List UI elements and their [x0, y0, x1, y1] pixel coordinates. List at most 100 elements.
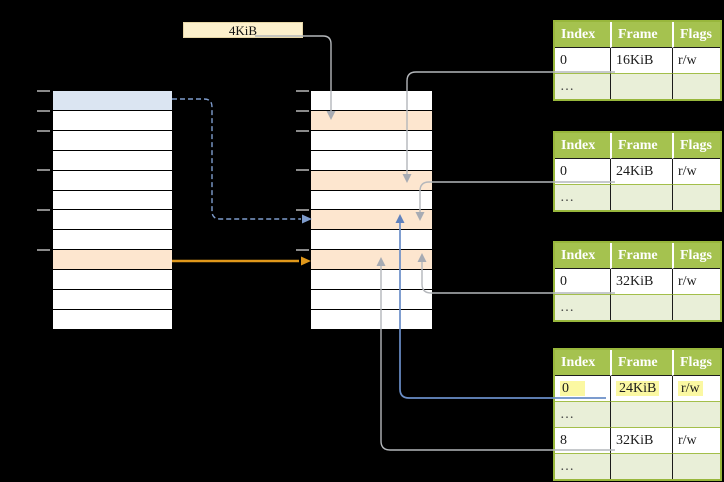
physical-frame-row-6 — [311, 190, 432, 210]
virtual-page-orange-map-arrow — [172, 256, 311, 266]
page-table-4-cell-r3c0: … — [555, 453, 610, 479]
page-table-4-cell-r3c1 — [610, 453, 672, 479]
virtual-tick-mark — [37, 169, 50, 171]
page-table-3-header-frame: Frame — [610, 243, 672, 269]
page-table-4-cell-r1c2 — [672, 401, 720, 427]
page-table-4-row-0: 0 24KiB r/w — [555, 376, 720, 401]
page-table-4-cell-r2c0: 8 — [555, 427, 610, 453]
physical-memory-column — [311, 91, 432, 329]
physical-tick-mark — [296, 130, 309, 132]
physical-frame-row-9-orange — [311, 250, 432, 270]
virtual-memory-row-9-orange — [53, 250, 172, 270]
page-table-3-cell-r1c1 — [610, 294, 672, 320]
virtual-memory-row-6 — [53, 190, 172, 210]
page-table-1-cell-r1c1 — [610, 73, 672, 99]
physical-tick-mark — [296, 209, 309, 211]
page-table-4-cell-r1c1 — [610, 401, 672, 427]
virtual-page-dashed-map-arrow — [172, 98, 312, 224]
page-table-3-header-index: Index — [555, 243, 610, 269]
virtual-memory-row-2 — [53, 110, 172, 130]
physical-frame-row-5-orange — [311, 170, 432, 190]
physical-frame-row-2-orange — [311, 110, 432, 130]
page-table-1-cell-r0c1: 16KiB — [610, 48, 672, 73]
page-table-4-header-flags: Flags — [672, 350, 720, 376]
page-table-4-row-3: … — [555, 453, 720, 479]
page-table-4-cell-r0c2: r/w — [672, 376, 720, 401]
page-table-3-row-1: … — [555, 294, 720, 320]
virtual-page-orange-map-arrowhead — [301, 256, 311, 266]
page-table-2-cell-r1c2 — [672, 184, 720, 210]
page-table-3-cell-r1c0: … — [555, 294, 610, 320]
physical-tick-mark — [296, 169, 309, 171]
page-table-2-row-1: … — [555, 184, 720, 210]
page-table-2-cell-r1c0: … — [555, 184, 610, 210]
frame-size-label: 4KiB — [183, 22, 303, 38]
virtual-memory-row-3 — [53, 130, 172, 150]
physical-frame-row-12 — [311, 310, 432, 329]
page-table-4-header-frame: Frame — [610, 350, 672, 376]
virtual-memory-row-12 — [53, 310, 172, 329]
page-table-3-cell-r0c1: 32KiB — [610, 269, 672, 294]
page-table-1-cell-r0c2: r/w — [672, 48, 720, 73]
page-table-2-cell-r0c2: r/w — [672, 159, 720, 184]
highlighted-value: 0 — [560, 381, 585, 396]
page-table-2-header-flags: Flags — [672, 133, 720, 159]
physical-frame-row-4 — [311, 150, 432, 170]
virtual-memory-row-11 — [53, 290, 172, 310]
page-table-4-cell-r2c2: r/w — [672, 427, 720, 453]
page-table-2-cell-r1c1 — [610, 184, 672, 210]
page-table-1-cell-r0c0: 0 — [555, 48, 610, 73]
page-table-1-header-index: Index — [555, 22, 610, 48]
virtual-tick-mark — [37, 110, 50, 112]
page-table-4-cell-r3c2 — [672, 453, 720, 479]
virtual-memory-row-1-blue — [53, 91, 172, 110]
virtual-memory-row-8 — [53, 230, 172, 250]
page-table-1-cell-r1c2 — [672, 73, 720, 99]
physical-frame-row-10 — [311, 270, 432, 290]
page-table-2-cell-r0c1: 24KiB — [610, 159, 672, 184]
physical-frame-row-1 — [311, 91, 432, 110]
page-table-4-row-1: … — [555, 401, 720, 427]
virtual-tick-mark — [37, 130, 50, 132]
page-table-3-cell-r1c2 — [672, 294, 720, 320]
page-table-4-header-index: Index — [555, 350, 610, 376]
page-table-4-cell-r1c0: … — [555, 401, 610, 427]
physical-tick-mark — [296, 90, 309, 92]
virtual-tick-mark — [37, 209, 50, 211]
physical-frame-row-7-orange — [311, 210, 432, 230]
page-table-1-row-1: … — [555, 73, 720, 99]
virtual-tick-mark — [37, 249, 50, 251]
highlighted-value: 24KiB — [616, 381, 660, 396]
physical-tick-mark — [296, 110, 309, 112]
virtual-memory-row-7 — [53, 210, 172, 230]
virtual-memory-column — [53, 91, 172, 329]
page-table-1-header-frame: Frame — [610, 22, 672, 48]
page-table-3-cell-r0c2: r/w — [672, 269, 720, 294]
virtual-memory-row-4 — [53, 150, 172, 170]
virtual-memory-row-10 — [53, 270, 172, 290]
page-table-4-cell-r0c1: 24KiB — [610, 376, 672, 401]
page-table-4-cell-r2c1: 32KiB — [610, 427, 672, 453]
frame-size-text: 4KiB — [228, 23, 258, 38]
page-table-1-header-flags: Flags — [672, 22, 720, 48]
page-table-2-header-frame: Frame — [610, 133, 672, 159]
highlighted-value: r/w — [678, 381, 703, 396]
physical-frame-row-8 — [311, 230, 432, 250]
page-table-1-cell-r1c0: … — [555, 73, 610, 99]
page-table-2-cell-r0c0: 0 — [555, 159, 610, 184]
physical-frame-row-3 — [311, 130, 432, 150]
physical-tick-mark — [296, 249, 309, 251]
physical-frame-row-11 — [311, 290, 432, 310]
page-table-3-header-flags: Flags — [672, 243, 720, 269]
page-table-4-cell-r0c0: 0 — [555, 376, 610, 401]
virtual-memory-row-5 — [53, 170, 172, 190]
